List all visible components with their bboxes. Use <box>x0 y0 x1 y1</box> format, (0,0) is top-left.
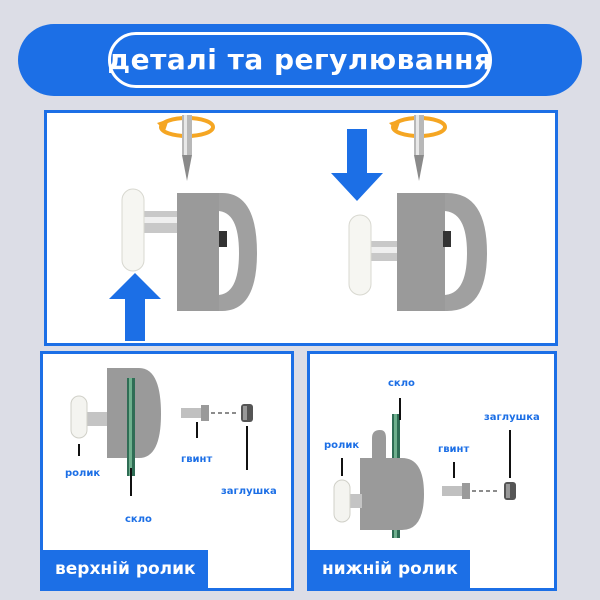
header-banner: деталі та регулювання <box>18 24 582 96</box>
lower-roller-diagram <box>333 398 516 538</box>
plug-label: заглушка <box>221 486 277 497</box>
roller-bracket-right <box>348 193 487 311</box>
glass-label: скло <box>125 514 152 525</box>
plug-icon <box>504 482 516 500</box>
lower-roller-panel: скло ролик гвинт заглушка нижній ролик <box>307 351 557 591</box>
upper-roller-caption: верхній ролик <box>43 550 208 588</box>
roller-bracket-left <box>121 188 257 311</box>
plug-label: заглушка <box>484 412 540 423</box>
banner-right-circle <box>510 24 582 96</box>
plug-icon <box>241 404 253 422</box>
glass-label: скло <box>388 378 415 389</box>
page-title: деталі та регулювання <box>107 43 493 76</box>
screwdriver-icon-2 <box>414 115 424 181</box>
adjustment-panel <box>44 110 558 346</box>
lower-roller-caption: нижній ролик <box>310 550 470 588</box>
screw-icon <box>181 405 209 421</box>
upper-roller-diagram <box>70 368 253 496</box>
adjustment-illustration <box>109 115 487 341</box>
upper-roller-panel: ролик скло гвинт заглушка верхній ролик <box>40 351 294 591</box>
banner-title-frame <box>108 32 492 88</box>
roller-label: ролик <box>324 440 360 451</box>
roller-label: ролик <box>65 468 101 479</box>
arrow-down-icon <box>331 129 383 201</box>
screw-icon <box>442 483 470 499</box>
screw-label: гвинт <box>181 454 213 465</box>
screwdriver-icon <box>182 115 192 181</box>
arrow-up-icon <box>109 273 161 341</box>
screw-label: гвинт <box>438 444 470 455</box>
